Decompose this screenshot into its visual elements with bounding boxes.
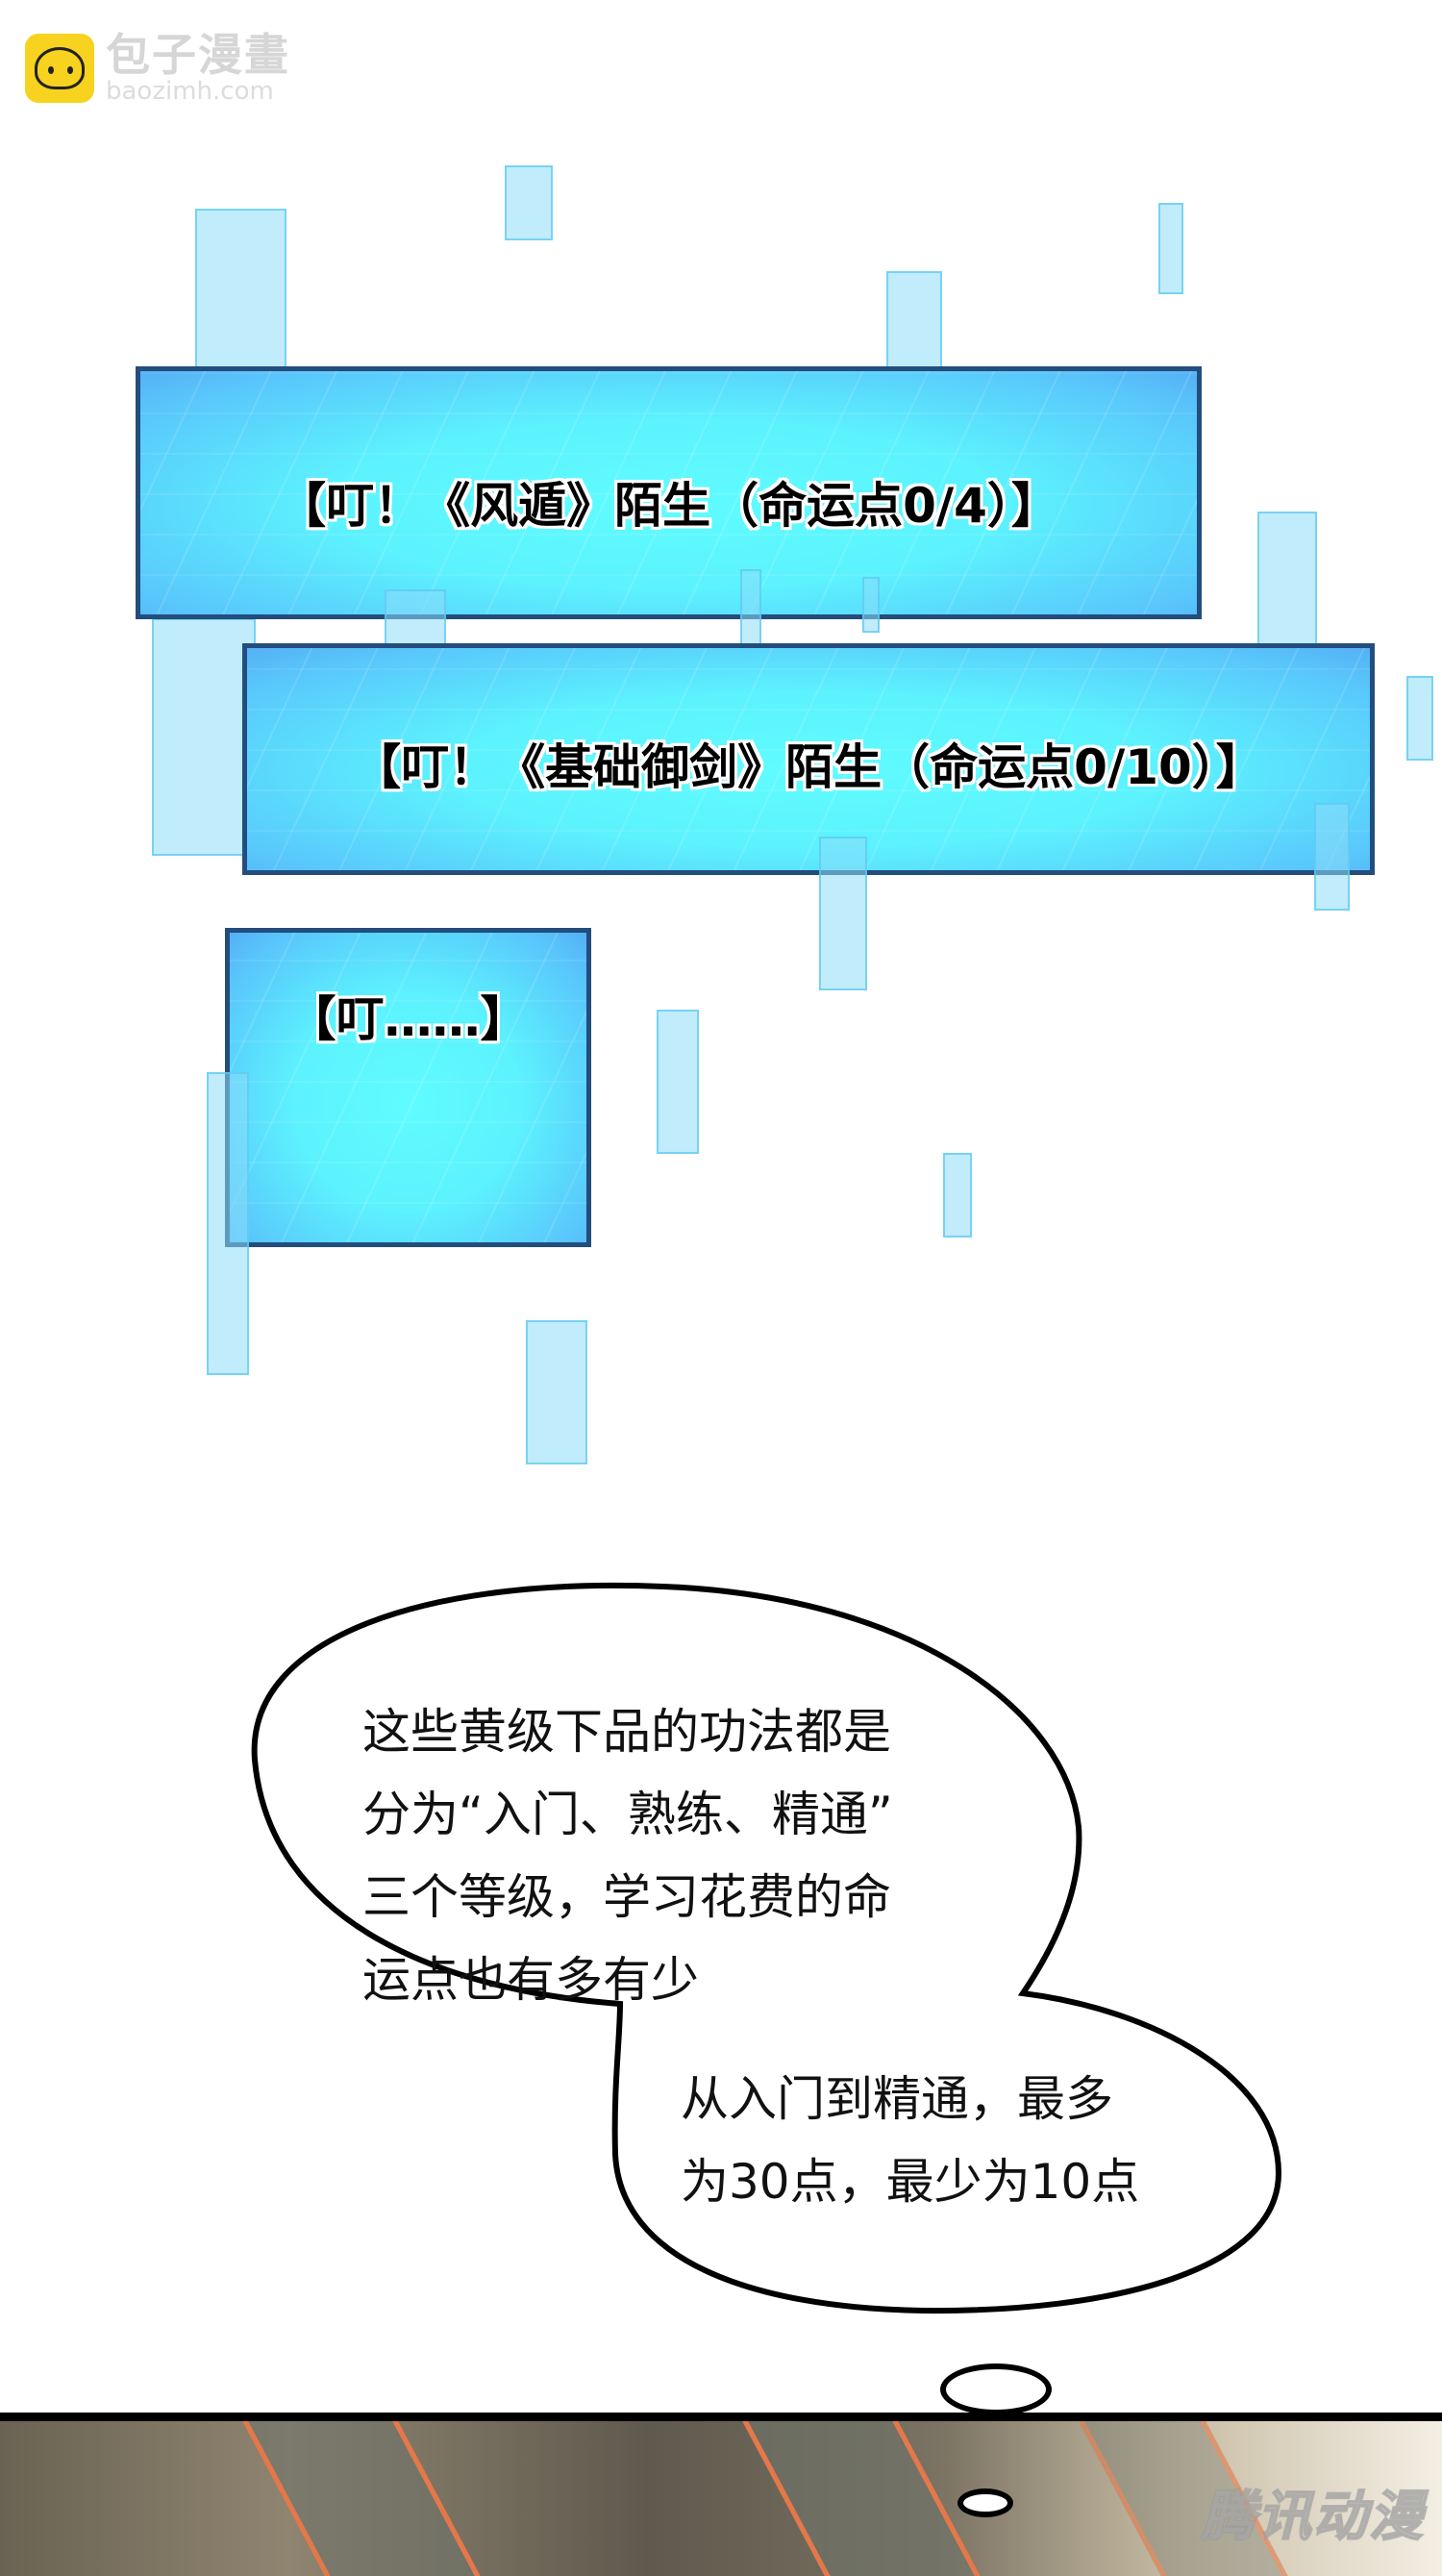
thought-bubble-dot [957, 2488, 1013, 2517]
panel-divider [0, 2413, 1442, 2421]
system-message-text: 【叮！《基础御剑》陌生（命运点0/10）】 [353, 739, 1264, 795]
floating-bar [152, 618, 256, 856]
system-message-box: 【叮！《风遁》陌生（命运点0/4）】 [136, 366, 1202, 619]
system-message-box: 【叮……】 [225, 928, 591, 1247]
floating-bar [819, 837, 867, 990]
floating-bar [943, 1153, 972, 1238]
next-panel-artwork [0, 2421, 1442, 2576]
steamed-bun-icon [25, 34, 94, 103]
logo-domain: baozimh.com [106, 77, 274, 106]
publisher-watermark: 腾讯动漫 [1201, 2485, 1425, 2549]
speech-bubble-main-text: 这些黄级下品的功法都是 分为“入门、熟练、精通” 三个等级，学习花费的命 运点也… [362, 1704, 893, 2008]
system-message-text: 【叮……】 [287, 991, 529, 1047]
floating-bar [862, 577, 880, 633]
system-message-box: 【叮！《基础御剑》陌生（命运点0/10）】 [242, 643, 1375, 875]
logo-name: 包子漫畫 [106, 29, 290, 81]
floating-bar [1406, 676, 1433, 761]
floating-bar [1314, 803, 1350, 911]
thought-bubble-dot [940, 2363, 1052, 2415]
floating-bar [1158, 203, 1183, 294]
floating-bar [505, 165, 553, 240]
floating-bar [526, 1320, 587, 1464]
site-logo: 包子漫畫 baozimh.com [25, 33, 290, 104]
floating-bar [657, 1010, 699, 1154]
speech-bubble-secondary-text: 从入门到精通，最多 为30点，最少为10点 [681, 2071, 1140, 2210]
system-message-text: 【叮！《风遁》陌生（命运点0/4）】 [278, 478, 1059, 534]
floating-bar [207, 1072, 249, 1375]
